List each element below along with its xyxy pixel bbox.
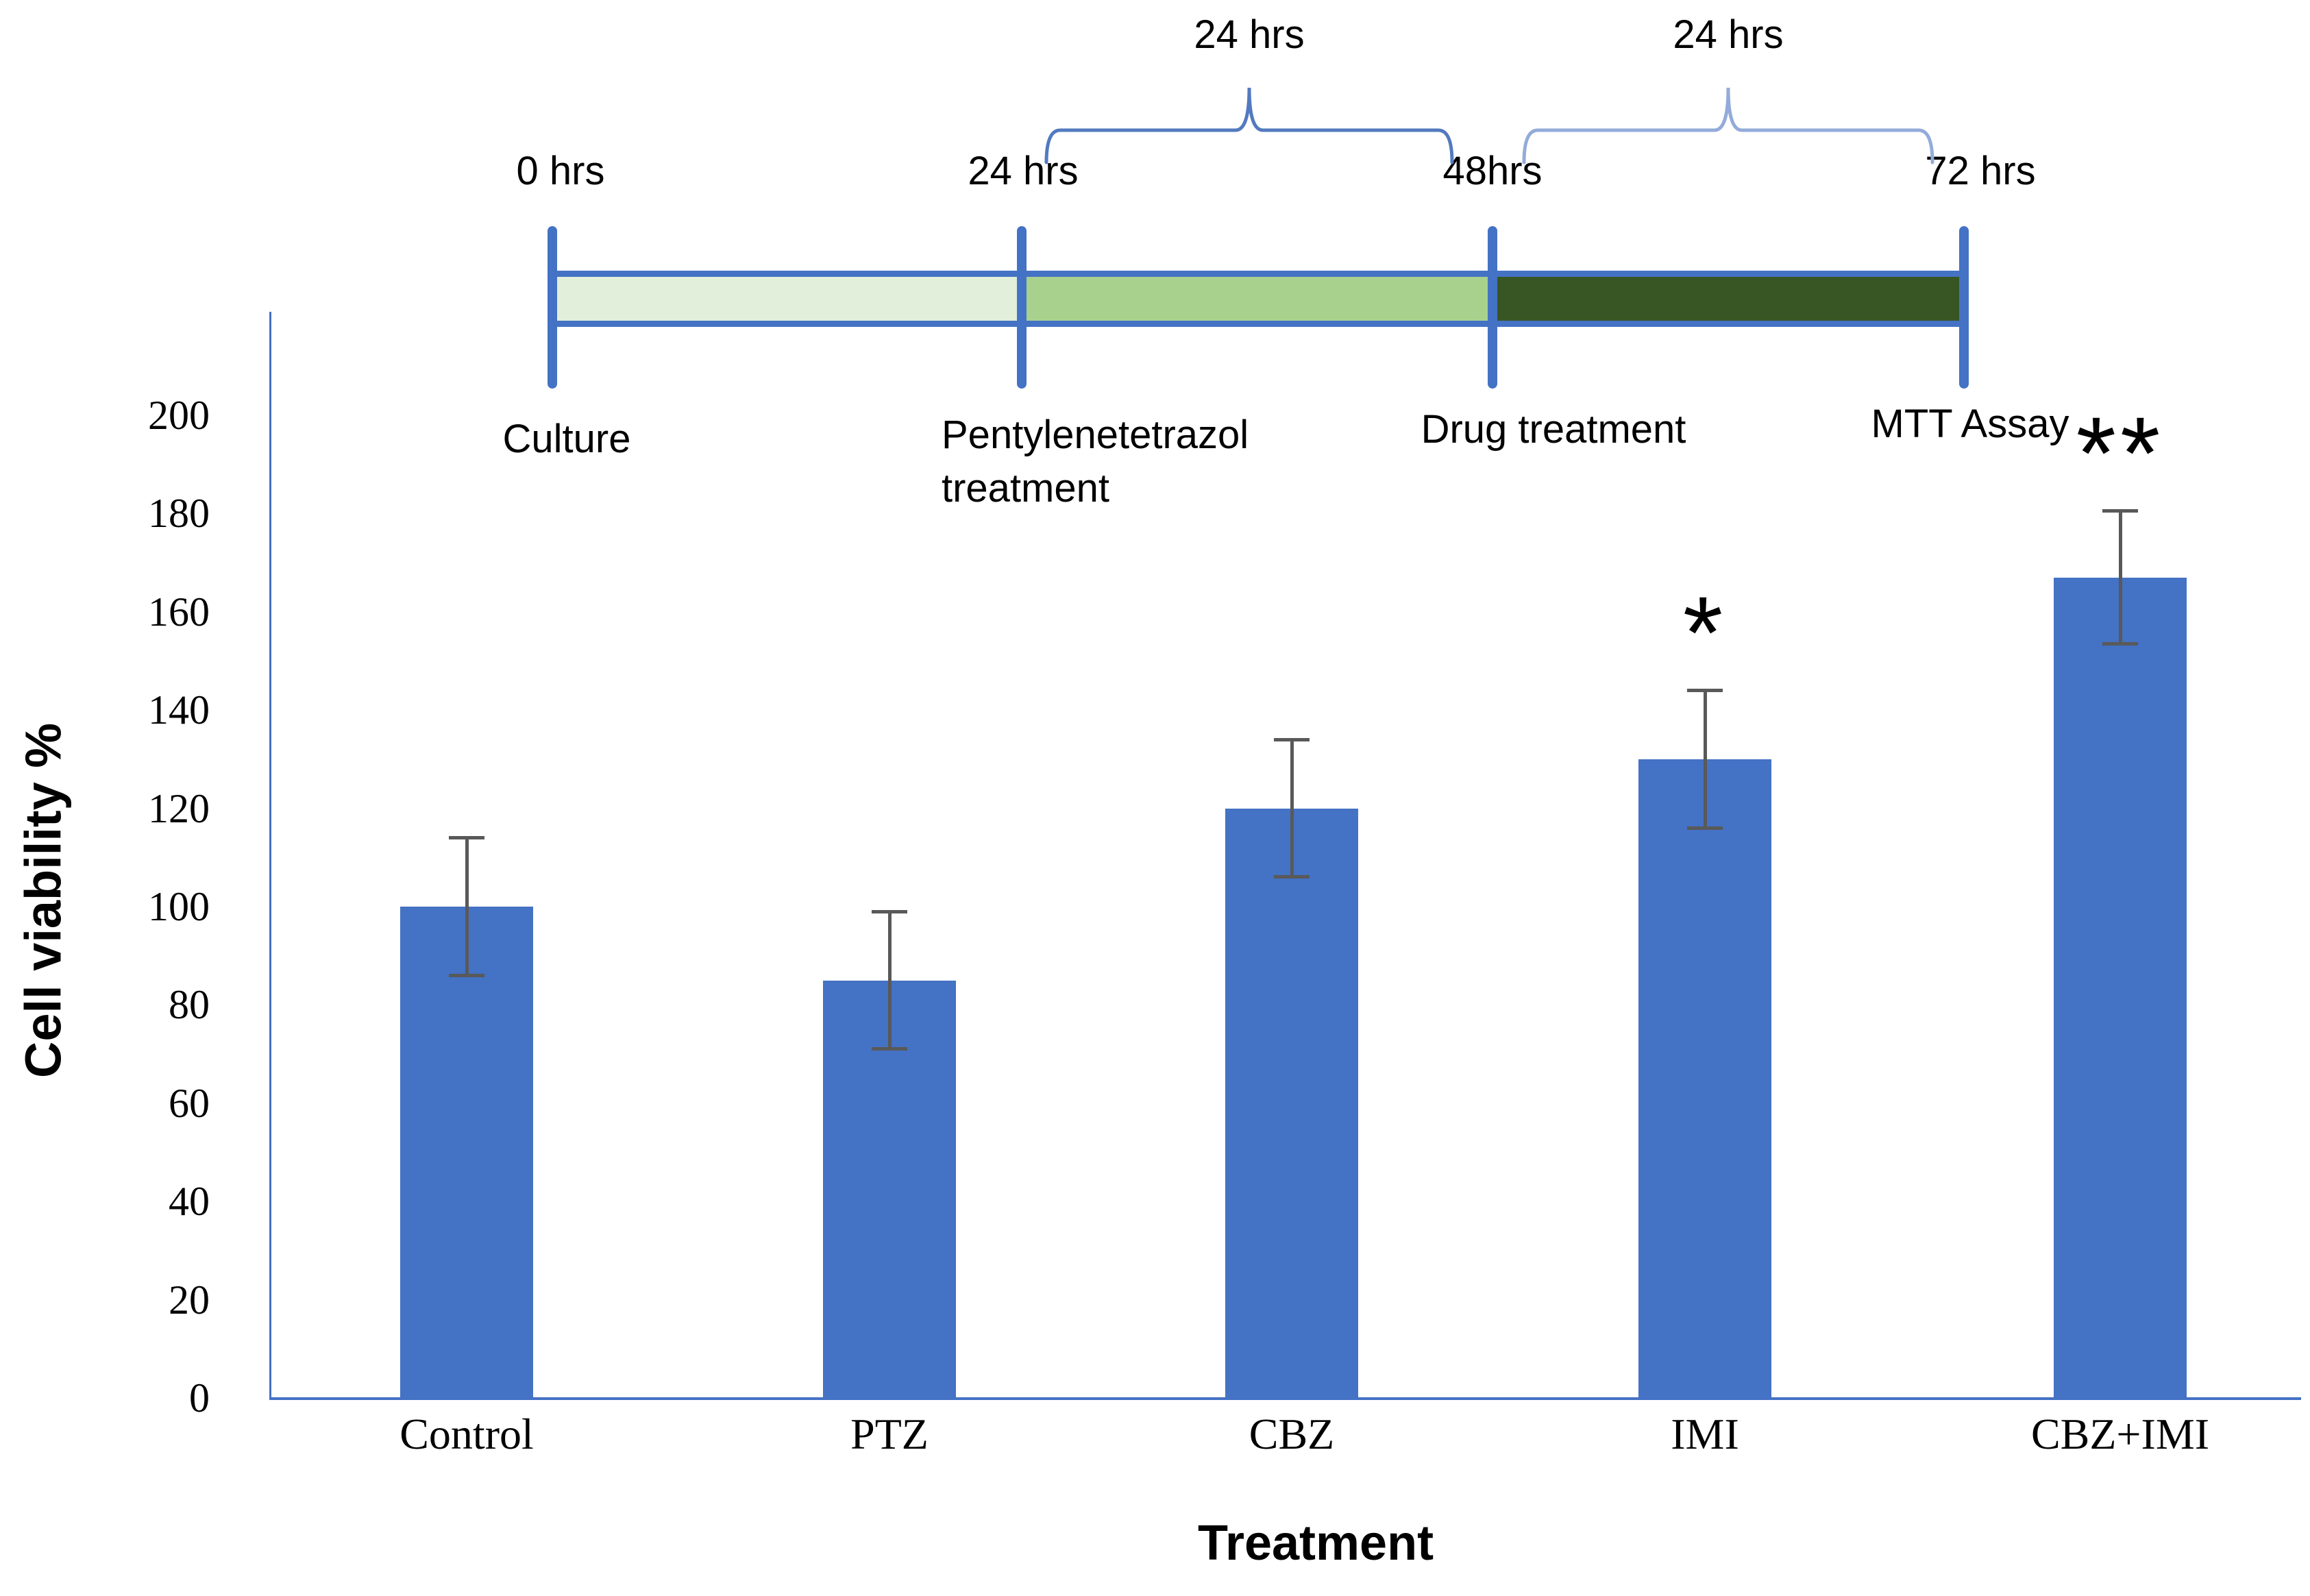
- bar: [400, 907, 533, 1398]
- y-tick-label: 200: [148, 393, 210, 438]
- timeline-phase-label: MTT Assay: [1871, 402, 2069, 446]
- error-bar-top-cap: [2102, 509, 2138, 513]
- bar: [1638, 759, 1771, 1398]
- bar: [1225, 808, 1358, 1398]
- y-tick-label: 20: [169, 1277, 210, 1323]
- timeline-tick-1: [1017, 226, 1027, 389]
- y-axis-line: [269, 312, 271, 1398]
- error-bar-top-cap: [449, 836, 484, 840]
- timeline-braces: [1044, 87, 1934, 164]
- curly-brace-0: [1044, 87, 1454, 164]
- error-bar-line: [887, 911, 892, 1049]
- timeline-hour-label: 0 hrs: [516, 149, 605, 193]
- significance-marker: *: [1682, 574, 1728, 690]
- timeline-hour-label: 24 hrs: [968, 149, 1079, 193]
- y-tick-label: 80: [169, 982, 210, 1028]
- curly-brace-1: [1522, 87, 1934, 164]
- x-category-label: CBZ+IMI: [2030, 1410, 2210, 1458]
- timeline-tick-0: [548, 226, 557, 389]
- timeline-segment: [552, 277, 1022, 321]
- significance-marker: **: [2076, 395, 2165, 511]
- y-tick-label: 60: [169, 1080, 210, 1126]
- timeline-phase-label: Culture: [502, 417, 631, 461]
- error-bar-bottom-cap: [872, 1047, 907, 1051]
- x-category-label: Control: [400, 1410, 534, 1458]
- error-bar-top-cap: [1687, 689, 1723, 693]
- x-category-label: IMI: [1671, 1410, 1739, 1458]
- x-category-label: CBZ: [1249, 1410, 1335, 1458]
- timeline-tick-2: [1488, 226, 1497, 389]
- y-tick-label: 160: [148, 589, 210, 635]
- error-bar-top-cap: [872, 909, 907, 913]
- y-tick-label: 180: [148, 491, 210, 537]
- error-bar-line: [2118, 511, 2122, 644]
- timeline-phase-label: Drug treatment: [1421, 407, 1686, 452]
- x-axis-line: [269, 1397, 2301, 1400]
- timeline-band-top-border: [552, 271, 1964, 277]
- y-tick-label: 120: [148, 785, 210, 831]
- error-bar-bottom-cap: [449, 973, 484, 977]
- brace-duration-label: 24 hrs: [1194, 12, 1305, 57]
- bar: [2054, 577, 2187, 1398]
- y-tick-label: 40: [169, 1179, 210, 1225]
- timeline-hour-label: 72 hrs: [1925, 149, 2036, 193]
- error-bar-line: [465, 837, 469, 976]
- timeline-segment: [1492, 277, 1964, 321]
- y-axis-title: Cell viability %: [14, 722, 72, 1079]
- error-bar-line: [1290, 739, 1294, 877]
- brace-duration-label: 24 hrs: [1673, 12, 1784, 57]
- y-tick-label: 100: [148, 884, 210, 929]
- error-bar-bottom-cap: [1687, 826, 1723, 830]
- error-bar-line: [1703, 690, 1707, 828]
- y-tick-label: 140: [148, 687, 210, 733]
- timeline-tick-3: [1959, 226, 1969, 389]
- error-bar-bottom-cap: [2102, 641, 2138, 646]
- timeline-segment: [1022, 277, 1492, 321]
- timeline-phase-label: Pentylenetetrazol treatment: [942, 413, 1249, 511]
- y-tick-label: 0: [189, 1375, 210, 1421]
- x-axis-title: Treatment: [1197, 1516, 1434, 1571]
- timeline-band-bottom-border: [552, 321, 1964, 327]
- x-category-label: PTZ: [850, 1410, 929, 1458]
- error-bar-bottom-cap: [1274, 875, 1310, 879]
- error-bar-top-cap: [1274, 737, 1310, 741]
